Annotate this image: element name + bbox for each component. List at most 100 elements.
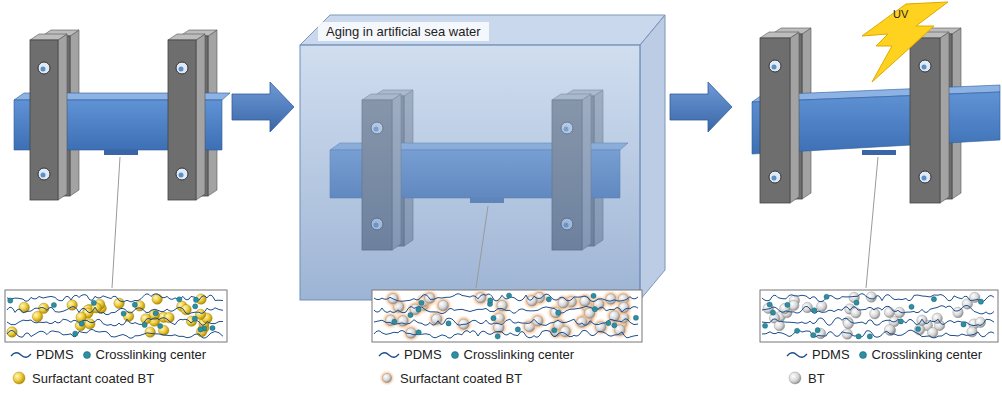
bt-particle — [438, 300, 448, 310]
bt-particle — [383, 374, 392, 383]
bolt — [769, 171, 781, 183]
clamp-plate — [910, 38, 940, 203]
legend-sample — [378, 369, 396, 387]
legend-sample — [10, 369, 28, 387]
crosslink-dot — [811, 333, 816, 338]
crosslink-dot — [153, 311, 158, 316]
crosslink-dot — [591, 293, 596, 298]
crosslink-dot — [546, 297, 551, 302]
legend-text: PDMS — [812, 347, 850, 362]
crosslink-dot — [978, 299, 983, 304]
legend-item: Crosslinking center — [858, 347, 983, 362]
legend-row: PDMS Crosslinking center — [10, 347, 206, 362]
legend-sample — [858, 349, 868, 361]
bt-particle — [851, 308, 861, 318]
legend-sample — [82, 349, 92, 361]
bt-particle — [884, 307, 894, 317]
crosslink-dot — [79, 321, 84, 326]
crosslink-dot — [824, 294, 829, 299]
crosslink-dot — [506, 293, 511, 298]
crosslink-dot — [408, 312, 413, 317]
tank-water — [300, 45, 640, 300]
crosslink-dot — [491, 316, 496, 321]
bolt-core — [772, 65, 777, 70]
legend-item: Crosslinking center — [82, 347, 207, 362]
crosslink-dot — [132, 302, 137, 307]
legend-item: PDMS — [786, 347, 850, 362]
clamp-side — [58, 34, 67, 200]
crosslink-dot — [552, 328, 557, 333]
tank-side — [640, 15, 665, 300]
surfactant-halo — [529, 312, 547, 330]
crosslink-dot — [73, 331, 78, 336]
crosslink-dot — [210, 325, 215, 330]
crosslink-dot — [51, 302, 56, 307]
crosslink-dot — [898, 319, 903, 324]
crosslink-dot — [592, 307, 597, 312]
legend-item: Surfactant coated BT — [10, 369, 154, 387]
crosslink-dot — [83, 351, 90, 358]
bt-particle — [186, 316, 196, 326]
pdms-chain — [7, 294, 223, 302]
legend-sample — [786, 369, 804, 387]
legend-text: Crosslinking center — [96, 347, 207, 362]
legend-sample — [378, 349, 400, 361]
process-arrow — [670, 82, 732, 132]
legend-text: Crosslinking center — [872, 347, 983, 362]
inset-frame — [760, 290, 998, 342]
bt-particle — [75, 320, 85, 330]
inset — [372, 289, 642, 342]
clamp-side — [790, 32, 799, 203]
surfactant-halo — [406, 300, 424, 318]
crosslink-dot — [762, 323, 767, 328]
sample-tab — [862, 150, 896, 155]
legend-text: Crosslinking center — [464, 347, 575, 362]
inset — [760, 290, 998, 342]
legend-row: BT — [786, 369, 825, 387]
crosslink-dot — [192, 316, 197, 321]
uv-label: UV — [893, 8, 908, 20]
crosslink-dot — [854, 300, 859, 305]
legend-row: PDMS Crosslinking center — [378, 347, 574, 362]
pdms-chain — [762, 305, 994, 314]
clamp-plate — [760, 38, 790, 203]
bt-particle — [497, 300, 507, 310]
scene — [14, 2, 1000, 300]
pdms-chain — [374, 330, 638, 338]
crosslink-dot — [812, 308, 817, 313]
bolt-core — [772, 176, 777, 181]
crosslink-dot — [198, 327, 203, 332]
legend-item: BT — [786, 369, 825, 387]
pdms-chain — [379, 352, 399, 357]
clamp-plate — [168, 40, 196, 200]
bt-particle — [914, 325, 924, 335]
clamp-top — [30, 34, 67, 40]
crosslink-dot — [909, 304, 914, 309]
legend-item: PDMS — [378, 347, 442, 362]
crosslink-dot — [8, 298, 13, 303]
crosslink-dot — [495, 334, 500, 339]
legend-text: PDMS — [36, 347, 74, 362]
legend-item: Crosslinking center — [450, 347, 575, 362]
bt-particle — [619, 302, 629, 312]
crosslink-dot — [193, 297, 198, 302]
crosslink-dot — [488, 298, 493, 303]
crosslink-dot — [785, 302, 790, 307]
clamp-side — [196, 34, 205, 200]
bt-particle — [815, 328, 825, 338]
crosslink-dot — [416, 330, 421, 335]
crosslink-dot — [612, 323, 617, 328]
bt-particle — [196, 326, 206, 336]
crosslink-dot — [416, 307, 421, 312]
bolt — [919, 171, 931, 183]
clamp-side — [940, 32, 949, 203]
surfactant-halo — [379, 370, 394, 385]
pdms-chain — [374, 318, 638, 325]
inset — [5, 290, 227, 342]
leader-line — [866, 157, 878, 288]
bt-particle — [145, 327, 155, 337]
crosslink-dot — [556, 310, 561, 315]
clamp-plate — [30, 40, 58, 200]
legend-row: PDMS Crosslinking center — [786, 347, 982, 362]
